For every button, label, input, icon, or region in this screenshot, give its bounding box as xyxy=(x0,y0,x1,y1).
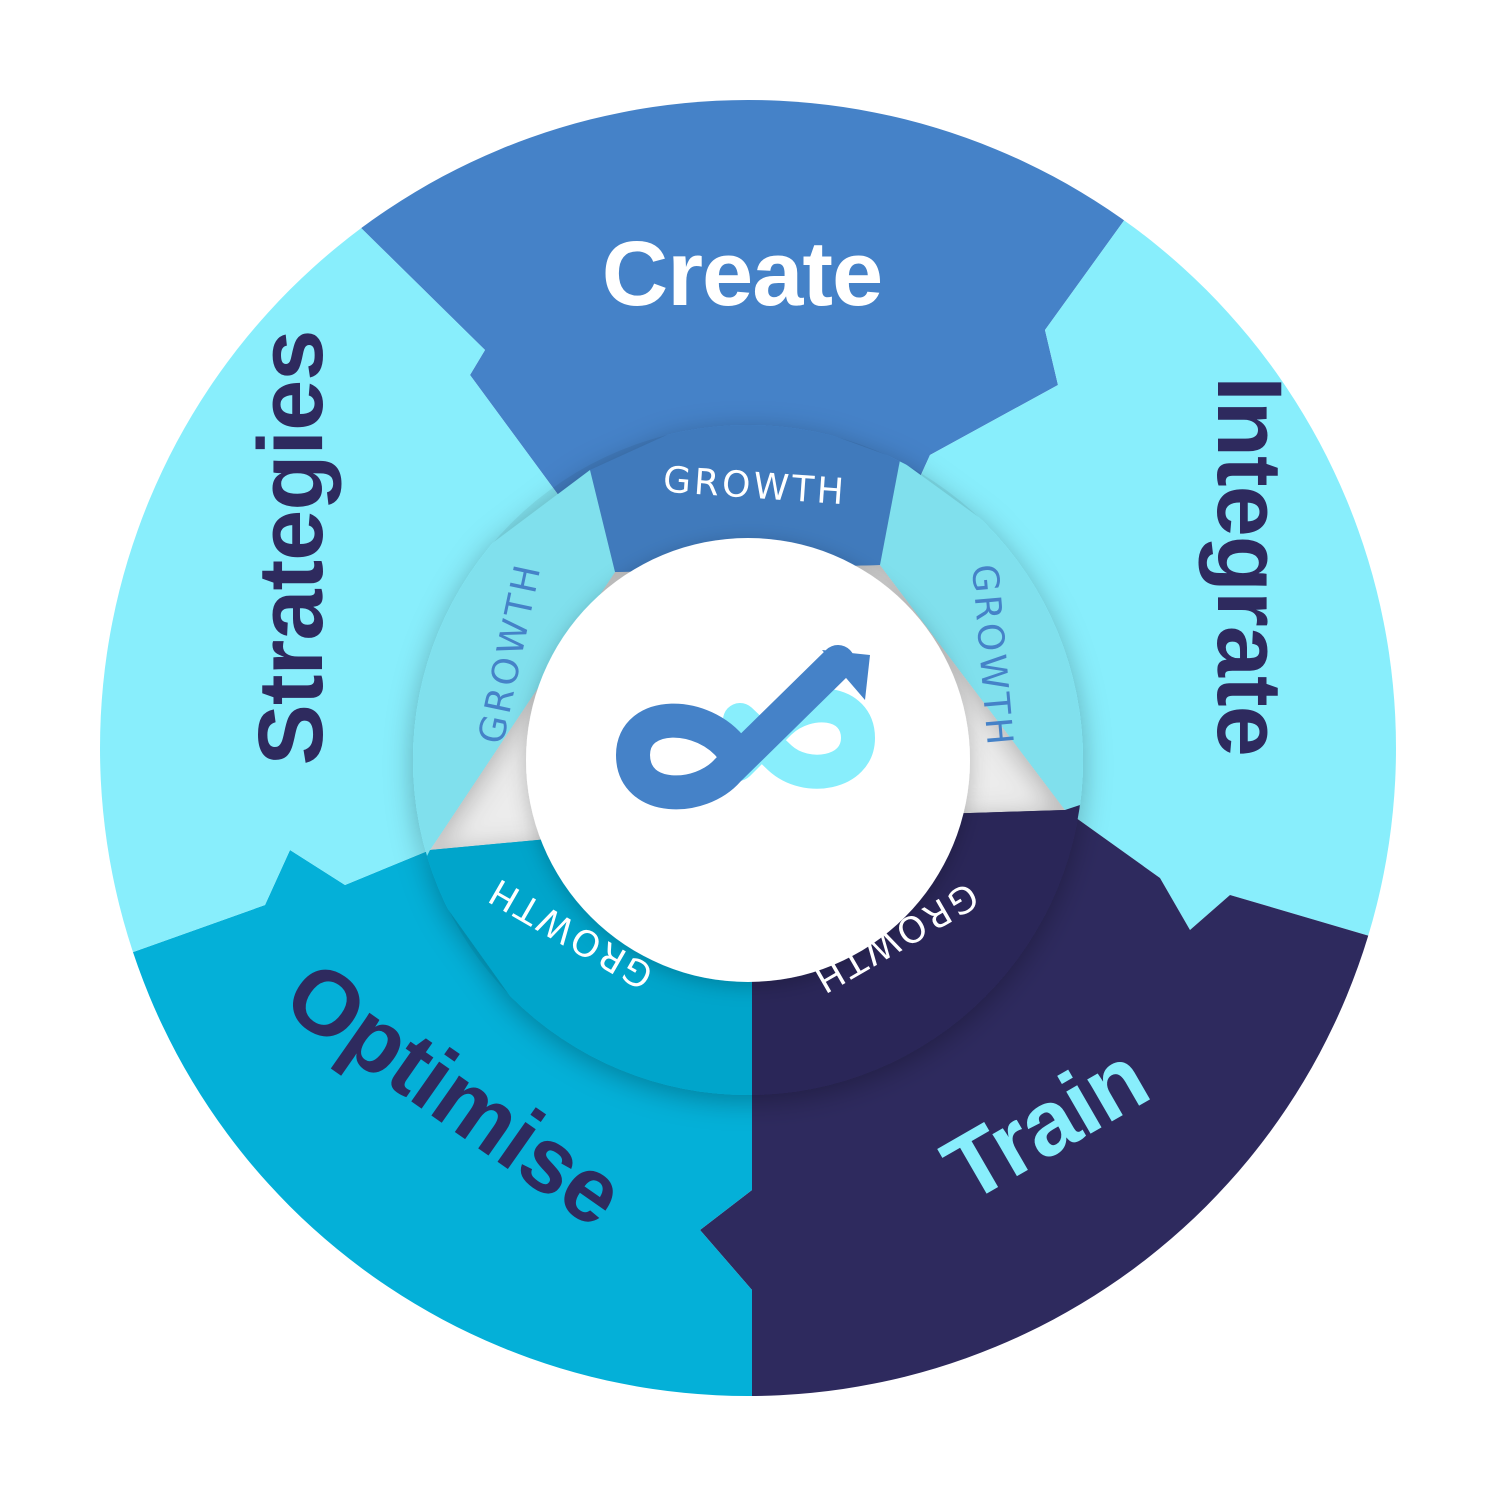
segment-label-create: Create xyxy=(602,223,882,325)
segment-label-integrate: Integrate xyxy=(1198,376,1300,756)
segment-label-strategies: Strategies xyxy=(240,331,342,766)
segment-create xyxy=(355,100,1128,572)
infinity-growth-arrow-icon xyxy=(616,645,876,810)
